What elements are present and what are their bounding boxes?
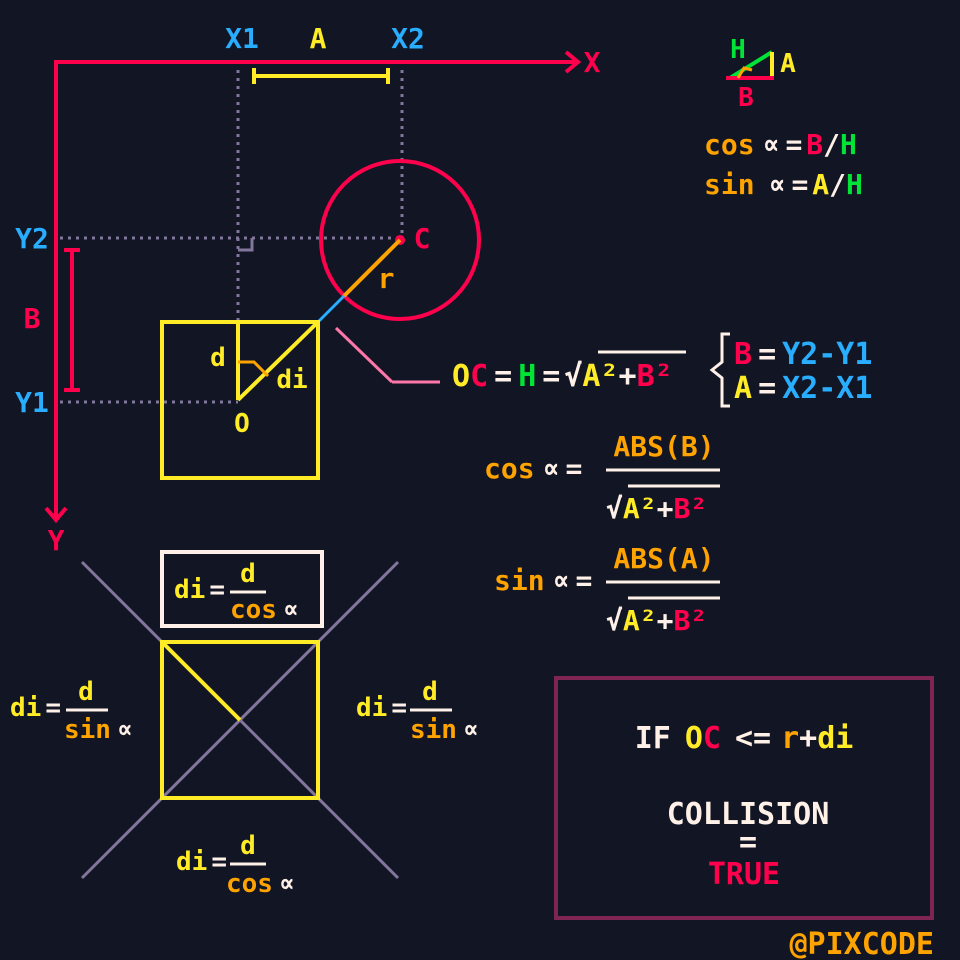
y1-label: Y1 (15, 386, 49, 419)
right-angle-mark (238, 238, 254, 252)
radius-line (342, 238, 402, 298)
gap-line (316, 294, 346, 324)
svg-text:d: d (78, 677, 94, 707)
b-definition: B=Y2-Y1 (734, 337, 872, 372)
collision-circle (319, 159, 481, 321)
pointer-line (334, 326, 394, 384)
legend-h: H (730, 35, 746, 65)
svg-text:d: d (240, 559, 256, 589)
y-axis-arrowhead (44, 506, 68, 524)
sin-abs-formula: sin∝= ABS(A) √A²+B² (494, 542, 720, 637)
trig-definitions: cos∝=B/H sin∝=A/H (704, 128, 863, 201)
svg-text:di=: di= (10, 693, 61, 723)
cos-case-box (160, 550, 324, 628)
svg-text:sin∝: sin∝ (64, 715, 133, 745)
r-label: r (378, 262, 395, 295)
svg-text:di=: di= (176, 847, 227, 877)
svg-text:cos∝: cos∝ (226, 869, 295, 899)
cos-abs-formula: cos∝= ABS(B) √A²+B² (484, 430, 720, 525)
sin-def: sin∝=A/H (704, 168, 863, 201)
bottom-square (160, 640, 320, 800)
b-dimension (64, 248, 80, 392)
legend-b: B (738, 83, 754, 113)
a-label: A (310, 22, 327, 55)
svg-text:d: d (422, 677, 438, 707)
di-sin-left: di= d sin∝ (10, 677, 133, 745)
collision-box (554, 676, 934, 920)
axes (44, 50, 582, 524)
svg-text:√A²+B²: √A²+B² (606, 492, 707, 525)
cos-def: cos∝=B/H (704, 128, 857, 161)
collision-result: TRUE (708, 857, 780, 892)
svg-text:di=: di= (356, 693, 407, 723)
x2-label: X2 (391, 22, 425, 55)
collision-eq: = (739, 825, 757, 860)
svg-text:ABS(B): ABS(B) (613, 430, 714, 463)
d-label: d (210, 343, 226, 373)
svg-text:sin∝=: sin∝= (494, 564, 592, 597)
x-axis (54, 60, 578, 518)
svg-text:sin∝: sin∝ (410, 715, 479, 745)
bottom-di-line (162, 642, 242, 722)
guide-lines (60, 70, 404, 404)
b-label: B (24, 302, 41, 335)
a-definition: A=X2-X1 (734, 371, 872, 406)
svg-text:ABS(A): ABS(A) (613, 542, 714, 575)
legend-a: A (780, 49, 796, 79)
x1-label: X1 (225, 22, 259, 55)
o-label: O (234, 409, 250, 439)
svg-text:d: d (240, 831, 256, 861)
c-label: C (414, 222, 431, 255)
x-axis-arrowhead (564, 50, 582, 74)
di-sin-right: di= d sin∝ (356, 677, 479, 745)
x-axis-label: X (584, 46, 601, 79)
svg-text:OC=H=√A²+B²: OC=H=√A²+B² (452, 359, 673, 394)
oc-formula: OC=H=√A²+B² (452, 350, 686, 394)
di-cos-top: di= d cos∝ (174, 559, 299, 625)
di-cos-bottom: di= d cos∝ (176, 831, 295, 899)
y-axis-label: Y (48, 524, 65, 557)
svg-text:cos∝: cos∝ (230, 595, 299, 625)
di-line (236, 320, 320, 402)
di-label: di (276, 365, 307, 395)
y2-label: Y2 (15, 222, 49, 255)
svg-text:cos∝=: cos∝= (484, 452, 582, 485)
angle-arc (238, 360, 270, 378)
credit-label: @PIXCODE (790, 927, 935, 960)
collision-label: COLLISION (667, 797, 830, 832)
brace-definitions: B=Y2-Y1 A=X2-X1 (709, 332, 872, 408)
svg-text:di=: di= (174, 575, 225, 605)
svg-text:√A²+B²: √A²+B² (606, 604, 707, 637)
trig-legend: H A B (726, 35, 796, 113)
a-dimension (252, 68, 390, 84)
